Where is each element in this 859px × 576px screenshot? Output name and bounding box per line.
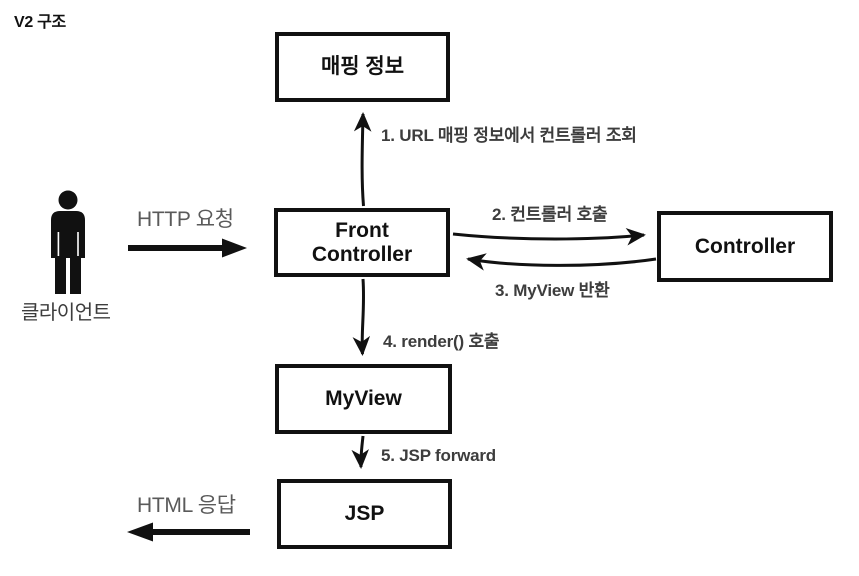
myview-label: MyView — [325, 387, 402, 411]
http-request-arrow — [128, 238, 247, 258]
jsp-label: JSP — [344, 502, 385, 526]
http-request-label: HTTP 요청 — [137, 208, 234, 231]
step4-arrow — [352, 278, 371, 356]
front-controller-label-line1: Front — [335, 218, 389, 242]
mapping-info-label: 매핑 정보 — [320, 55, 405, 79]
client-label: 클라이언트 — [21, 302, 111, 324]
jsp-box: JSP — [277, 479, 452, 549]
mapping-info-box: 매핑 정보 — [275, 32, 450, 102]
step5-label: 5. JSP forward — [381, 446, 496, 465]
front-controller-box: Front Controller — [274, 208, 450, 277]
step1-label: 1. URL 매핑 정보에서 컨트롤러 조회 — [381, 126, 637, 145]
step5-arrow — [351, 435, 369, 469]
html-response-label: HTML 응답 — [137, 494, 236, 517]
client-person-icon — [51, 190, 85, 294]
myview-box: MyView — [275, 364, 452, 434]
controller-box: Controller — [657, 211, 833, 282]
step3-arrow — [466, 253, 657, 271]
controller-label: Controller — [694, 234, 796, 258]
step2-label: 2. 컨트롤러 호출 — [492, 205, 608, 224]
step1-arrow — [353, 112, 372, 207]
step3-label: 3. MyView 반환 — [495, 281, 610, 300]
step2-arrow — [452, 228, 646, 246]
diagram-title: V2 구조 — [14, 14, 66, 31]
front-controller-label-line2: Controller — [311, 242, 413, 266]
html-response-arrow — [127, 522, 250, 542]
step4-label: 4. render() 호출 — [383, 332, 500, 351]
